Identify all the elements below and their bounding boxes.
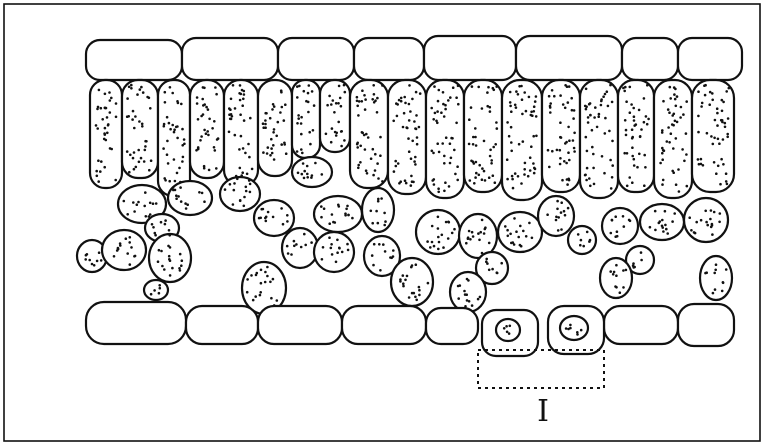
spongy-cell xyxy=(602,208,638,244)
upper-epidermis-cell xyxy=(86,40,182,80)
lower-epidermis-cell xyxy=(426,308,478,344)
upper-epidermis-cell xyxy=(182,38,278,80)
palisade-cell xyxy=(158,80,190,196)
palisade-cell xyxy=(618,80,654,192)
upper-epidermis-cell xyxy=(678,38,742,80)
structure-i-label: I xyxy=(537,394,549,429)
palisade-cell xyxy=(122,80,158,178)
palisade-cell xyxy=(190,80,224,178)
upper-epidermis-cell xyxy=(424,36,516,80)
spongy-cell xyxy=(700,256,732,300)
palisade-cell xyxy=(90,80,122,188)
spongy-cell xyxy=(314,232,354,272)
palisade-cell xyxy=(350,80,388,188)
upper-epidermis-cell xyxy=(516,36,622,80)
upper-epidermis-cell xyxy=(354,38,424,80)
lower-epidermis-cell xyxy=(258,306,342,344)
spongy-cell xyxy=(144,280,168,300)
lower-epidermis-cell xyxy=(604,306,678,344)
palisade-cell xyxy=(320,80,350,152)
lower-epidermis-cell xyxy=(86,302,186,344)
lower-epidermis xyxy=(86,302,734,346)
lower-epidermis-cell xyxy=(342,306,426,344)
upper-epidermis xyxy=(86,36,742,80)
guard-cell-right-nucleus xyxy=(560,316,588,340)
palisade-cell xyxy=(464,80,502,192)
palisade-cell xyxy=(502,80,542,200)
palisade-cell xyxy=(654,80,692,198)
spongy-cell xyxy=(314,196,362,232)
upper-epidermis-cell xyxy=(278,38,354,80)
spongy-cell xyxy=(450,272,486,312)
spongy-cell xyxy=(640,204,684,240)
spongy-cell xyxy=(220,177,260,211)
guard-cells xyxy=(482,306,604,356)
spongy-cell xyxy=(168,181,212,215)
palisade-cell xyxy=(292,80,320,158)
lower-epidermis-cell xyxy=(678,304,734,346)
spongy-cell xyxy=(684,198,728,242)
spongy-cell xyxy=(282,228,318,268)
lower-epidermis-cell xyxy=(186,306,258,344)
spongy-cell xyxy=(362,188,394,232)
upper-epidermis-cell xyxy=(622,38,678,80)
guard-cell-left-nucleus xyxy=(496,319,520,341)
palisade-cell xyxy=(388,80,426,194)
spongy-cell xyxy=(102,230,146,270)
